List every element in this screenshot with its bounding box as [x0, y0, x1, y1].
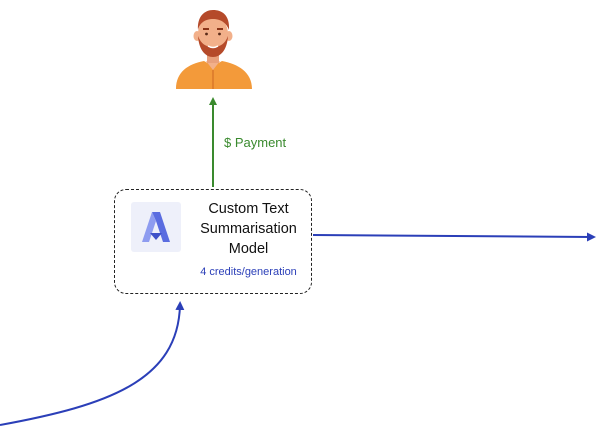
- payment-label: $ Payment: [224, 135, 287, 150]
- model-name-line: Custom Text: [208, 201, 289, 217]
- model-card[interactable]: Custom Text Summarisation Model 4 credit…: [114, 189, 312, 294]
- person-avatar-icon: [176, 10, 252, 89]
- model-name: Custom Text Summarisation Model: [191, 199, 306, 259]
- input-arrow: [0, 301, 185, 426]
- output-arrow: [312, 232, 596, 242]
- model-name-line: Model: [228, 241, 269, 257]
- model-name-line: Summarisation: [200, 221, 297, 237]
- a-logo-icon: [131, 202, 181, 252]
- model-credits: 4 credits/generation: [200, 266, 297, 278]
